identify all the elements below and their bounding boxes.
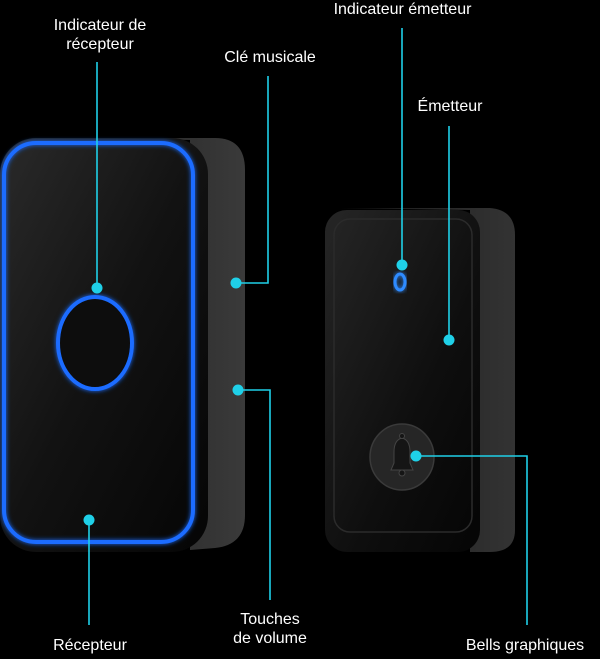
label-receiver-indicator: Indicateur de récepteur — [40, 16, 160, 54]
leader-music-key — [236, 76, 269, 284]
label-bell-graphics: Bells graphiques — [465, 637, 585, 654]
bell-icon — [390, 433, 414, 477]
receiver-indicator-ring — [56, 295, 134, 391]
receiver-device — [0, 138, 245, 552]
transmitter-face — [325, 210, 480, 552]
label-receiver-indicator-line2: récepteur — [66, 36, 134, 53]
bell-button[interactable] — [369, 423, 435, 491]
receiver-glow-ring — [2, 141, 195, 544]
transmitter-inner-edge — [333, 218, 473, 533]
label-music-key: Clé musicale — [224, 49, 316, 66]
dot-volume-keys — [232, 384, 244, 396]
label-volume-keys: Touches de volume — [210, 610, 330, 648]
dot-transmitter — [443, 334, 455, 346]
dot-transmitter-indicator — [396, 259, 408, 271]
label-transmitter: Émetteur — [417, 98, 483, 115]
label-volume-keys-line2: de volume — [233, 630, 307, 647]
leader-bell-graphics — [416, 455, 528, 625]
label-transmitter-indicator: Indicateur émetteur — [333, 1, 472, 18]
dot-receiver — [83, 514, 95, 526]
label-receiver: Récepteur — [53, 637, 127, 654]
dot-music-key — [230, 277, 242, 289]
transmitter-device — [325, 208, 515, 552]
label-receiver-indicator-line1: Indicateur de — [53, 17, 147, 34]
leader-volume-keys — [236, 389, 271, 600]
dot-receiver-indicator — [91, 282, 103, 294]
dot-bell-graphics — [410, 450, 422, 462]
label-volume-keys-line1: Touches — [240, 611, 300, 628]
transmitter-indicator-led — [393, 272, 407, 292]
